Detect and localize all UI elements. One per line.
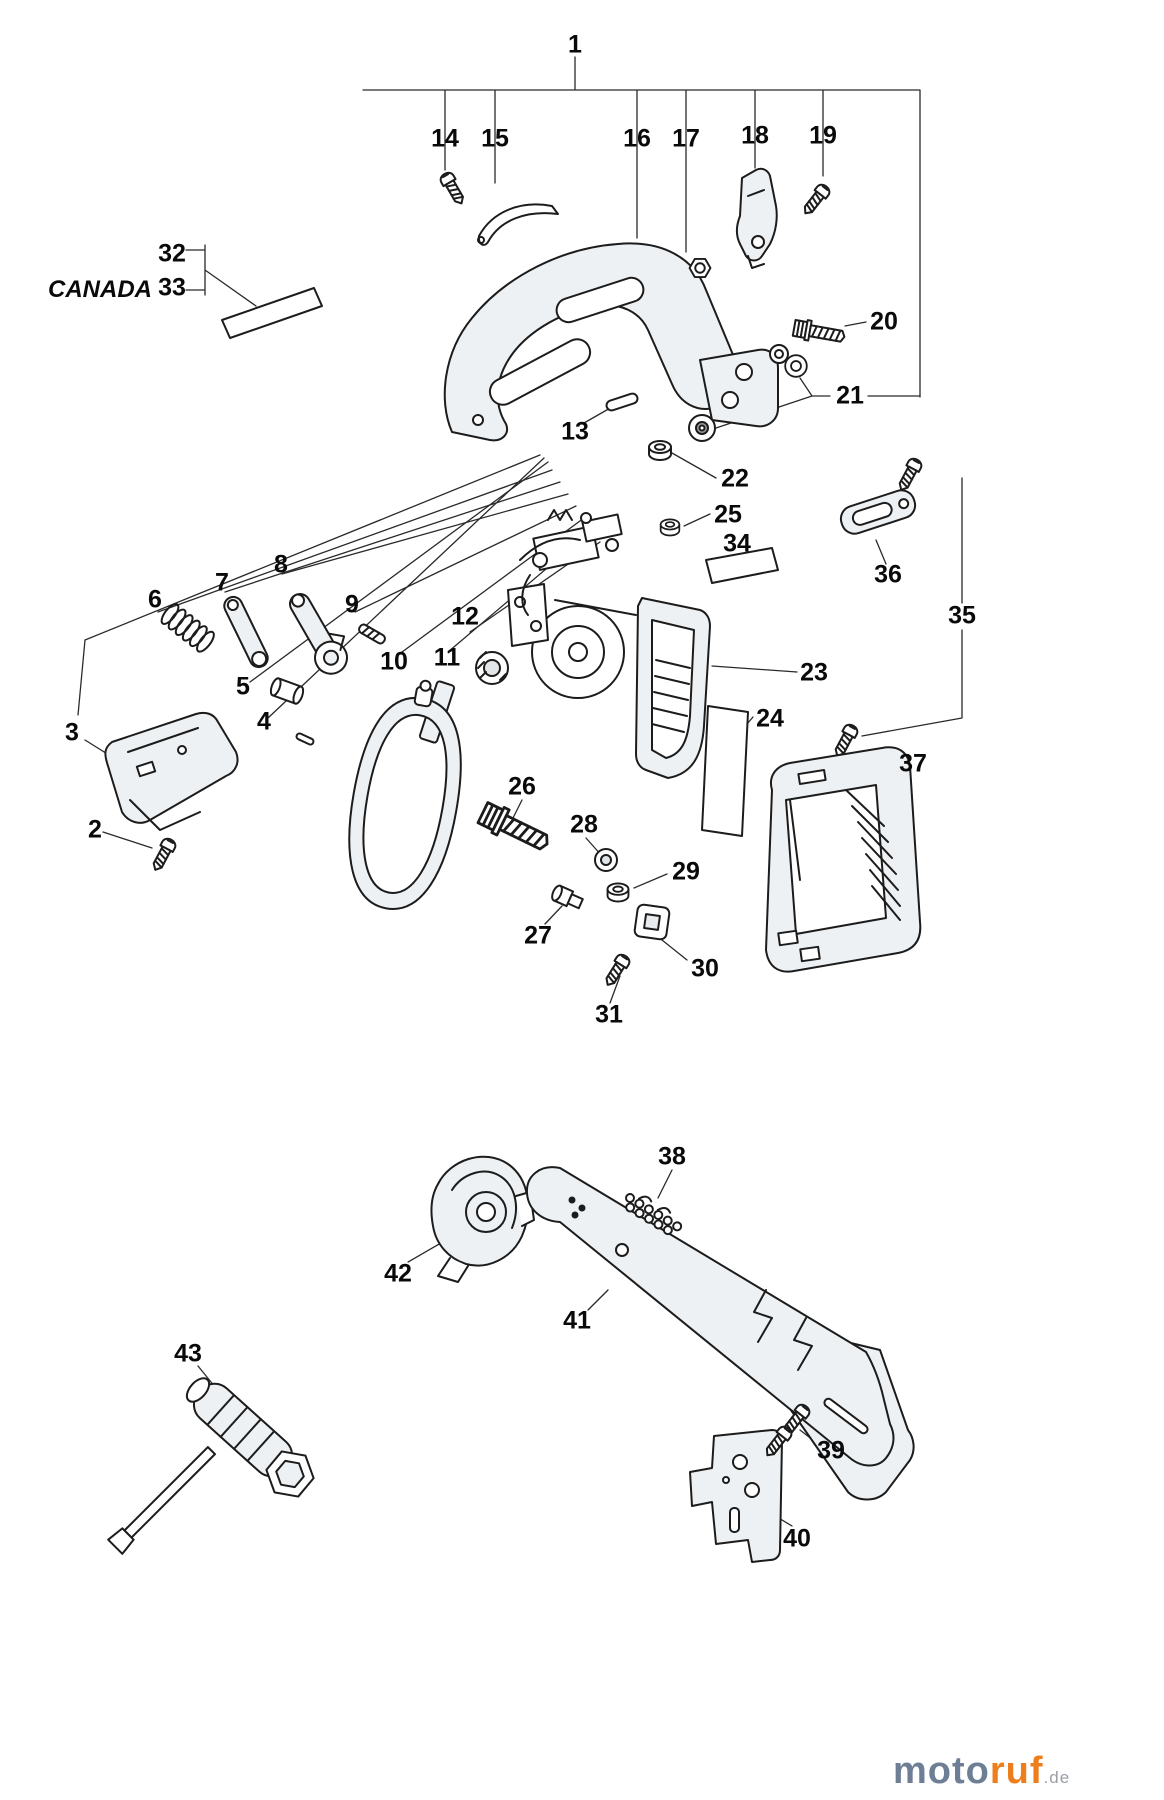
part-28-grommet (594, 848, 618, 872)
part-42-sprocket-guard (430, 1155, 535, 1283)
callout-35: 35 (948, 601, 976, 630)
callout-10: 10 (380, 647, 408, 676)
callout-7: 7 (215, 568, 229, 597)
part-8-brake-lever (289, 593, 348, 675)
part-10-hanger-loop (348, 679, 462, 910)
callout-8: 8 (274, 550, 288, 579)
part-20-bolt (769, 317, 848, 364)
callout-39: 39 (817, 1436, 845, 1465)
callout-15: 15 (481, 124, 509, 153)
canada-label: CANADA (48, 276, 152, 303)
part-15-throttle-rod (477, 203, 559, 246)
part-30-bumper (633, 903, 671, 941)
callout-3: 3 (65, 718, 79, 747)
callout-9: 9 (345, 590, 359, 619)
part-32-33-decal (221, 287, 323, 339)
part-12-bushing (475, 651, 509, 685)
callout-13: 13 (561, 417, 589, 446)
part-27-fitting (551, 884, 584, 910)
callout-26: 26 (508, 772, 536, 801)
part-38-chain (625, 1193, 683, 1236)
part-18-bracket (736, 167, 778, 269)
part-37-air-cleaner-cover (765, 746, 922, 973)
part-34-decal (705, 547, 779, 584)
callout-20: 20 (870, 307, 898, 336)
part-3-chain-catcher (104, 711, 239, 831)
callout-23: 23 (800, 658, 828, 687)
part-13-pin (605, 392, 639, 412)
callout-37: 37 (899, 749, 927, 778)
part-9-pin (358, 623, 386, 645)
part-19-screw (798, 181, 833, 219)
callout-43: 43 (174, 1339, 202, 1368)
part-6-spring (160, 603, 215, 653)
callout-24: 24 (756, 704, 784, 733)
callout-38: 38 (658, 1142, 686, 1171)
callout-34: 34 (723, 529, 751, 558)
callout-6: 6 (148, 585, 162, 614)
part-36-guide-plate (839, 455, 925, 535)
callout-4: 4 (257, 707, 271, 736)
part-25-cap-nut (659, 518, 681, 537)
callout-40: 40 (783, 1524, 811, 1553)
watermark-moto: moto (893, 1750, 990, 1792)
callout-30: 30 (691, 954, 719, 983)
callout-41: 41 (563, 1306, 591, 1335)
callout-28: 28 (570, 810, 598, 839)
watermark-tld: .de (1043, 1768, 1071, 1787)
callout-22: 22 (721, 464, 749, 493)
callout-18: 18 (741, 121, 769, 150)
callout-19: 19 (809, 121, 837, 150)
watermark-ruf: ruf (989, 1750, 1044, 1792)
callout-27: 27 (524, 921, 552, 950)
callout-32: 32 (158, 239, 186, 268)
part-41-guide-bar (525, 1166, 915, 1501)
part-4-pin (295, 732, 315, 746)
part-14-screw (437, 169, 469, 208)
callout-25: 25 (714, 500, 742, 529)
part-22-flange-nut (648, 440, 672, 461)
part-26-bolt (475, 798, 555, 858)
part-2-screw (148, 835, 179, 875)
watermark: motoruf.de (893, 1752, 1070, 1790)
part-23-engine-assembly (507, 509, 711, 779)
part-7-link (223, 595, 269, 669)
callout-1: 1 (568, 30, 582, 59)
part-17-nut (688, 258, 712, 278)
callout-2: 2 (88, 815, 102, 844)
callout-16: 16 (623, 124, 651, 153)
callout-14: 14 (431, 124, 459, 153)
callout-11: 11 (433, 643, 461, 672)
part-5-roller (269, 677, 305, 705)
callout-17: 17 (672, 124, 700, 153)
part-24-decal (701, 705, 749, 837)
part-16-handle (443, 242, 779, 442)
part-21-grommets (688, 354, 808, 442)
part-29-nut (606, 882, 630, 903)
callout-36: 36 (874, 560, 902, 589)
callout-5: 5 (236, 672, 250, 701)
callout-42: 42 (384, 1259, 412, 1288)
callout-31: 31 (595, 1000, 623, 1029)
callout-12: 12 (451, 602, 479, 631)
callout-33: 33 (158, 273, 186, 302)
part-43-socket-wrench (107, 1377, 315, 1555)
callout-29: 29 (672, 857, 700, 886)
callout-21: 21 (836, 381, 864, 410)
